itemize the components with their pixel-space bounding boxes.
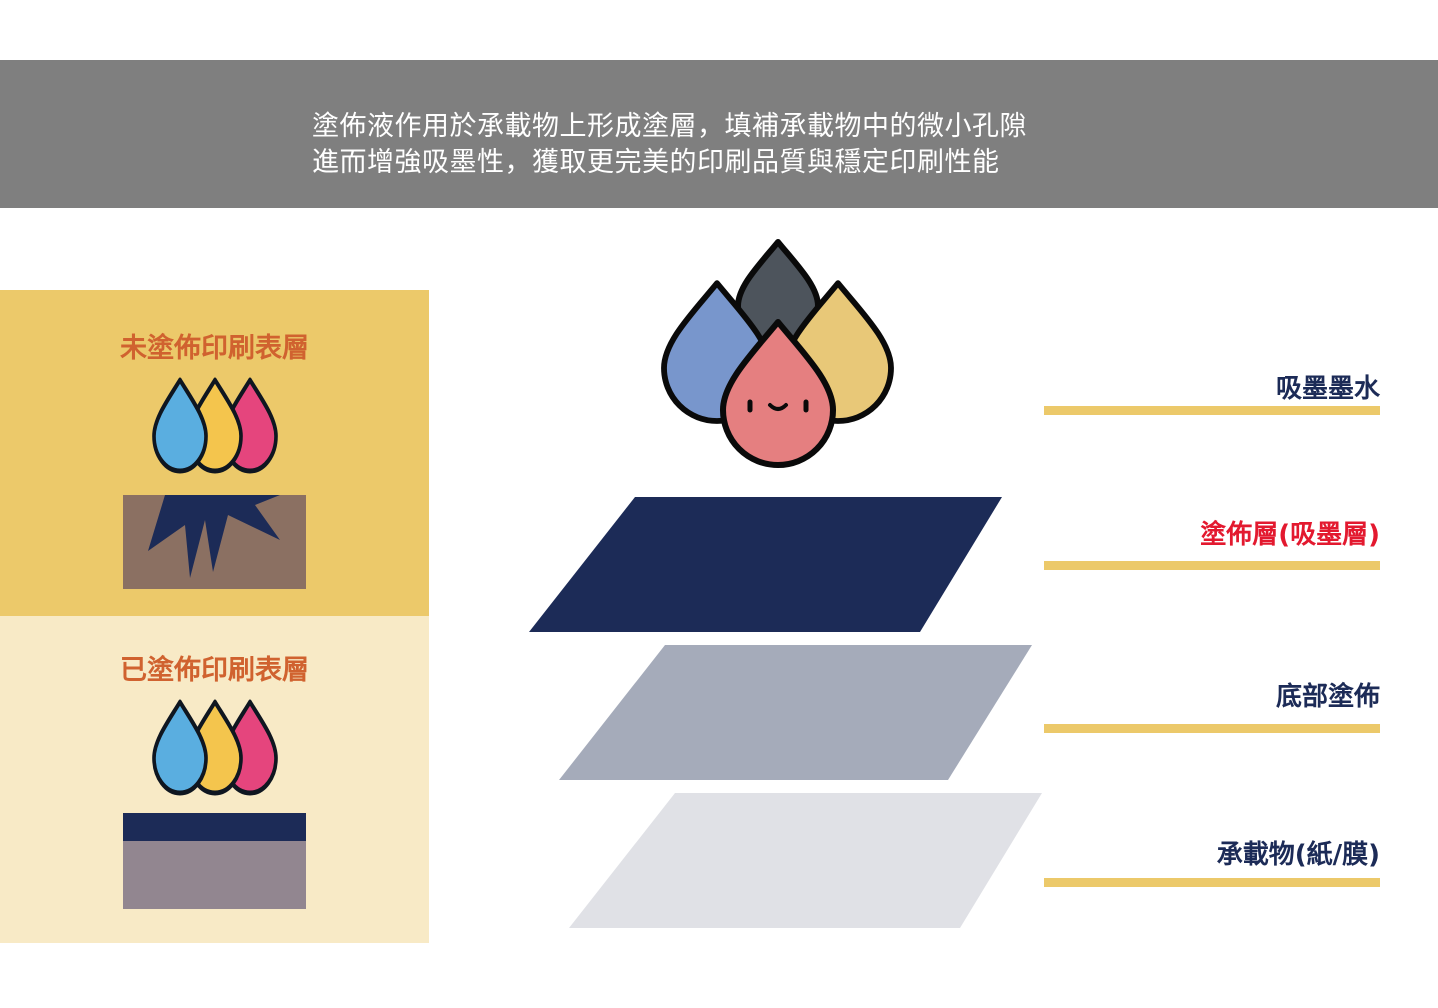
label-substrate-underline bbox=[1044, 878, 1380, 887]
uncoated-title: 未塗佈印刷表層 bbox=[120, 333, 309, 364]
label-coating-layer: 塗佈層(吸墨層) bbox=[1200, 520, 1380, 550]
coated-substrate bbox=[123, 813, 306, 909]
substrate-layer bbox=[569, 793, 1042, 928]
ink-drops-icon bbox=[664, 242, 891, 465]
cmy-drops-icon-uncoated bbox=[154, 380, 276, 471]
uncoated-panel: 未塗佈印刷表層 bbox=[0, 290, 429, 616]
label-ink-underline bbox=[1044, 406, 1380, 415]
label-substrate: 承載物(紙/膜) bbox=[1216, 840, 1380, 870]
label-ink: 吸墨墨水 bbox=[1275, 374, 1380, 404]
base-coating-layer bbox=[559, 645, 1032, 780]
label-base-underline bbox=[1044, 724, 1380, 733]
uncoated-substrate bbox=[123, 495, 306, 589]
coated-title: 已塗佈印刷表層 bbox=[120, 655, 309, 686]
label-base-coating: 底部塗佈 bbox=[1275, 682, 1380, 712]
header-line-1: 塗佈液作用於承載物上形成塗層，填補承載物中的微小孔隙 bbox=[312, 111, 1027, 142]
cmy-drops-icon-coated bbox=[154, 702, 276, 793]
label-coating-underline bbox=[1044, 561, 1380, 570]
ink-absorbing-layer bbox=[529, 497, 1002, 632]
header-banner: 塗佈液作用於承載物上形成塗層，填補承載物中的微小孔隙 進而增強吸墨性，獲取更完美… bbox=[0, 60, 1438, 208]
header-line-2: 進而增強吸墨性，獲取更完美的印刷品質與穩定印刷性能 bbox=[312, 147, 1000, 178]
